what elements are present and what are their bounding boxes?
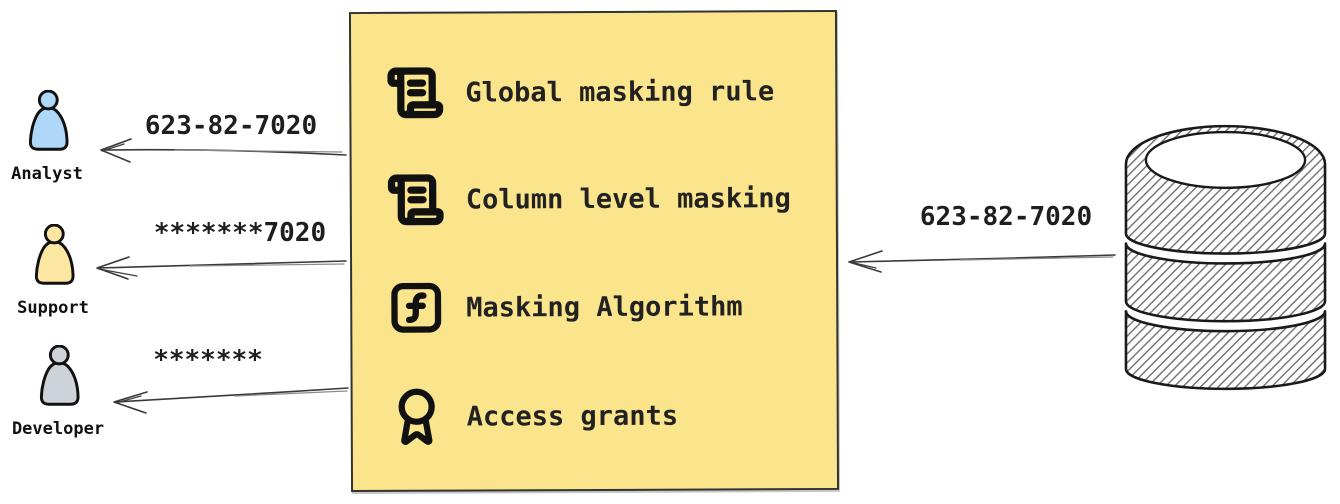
masking-box-item: Global masking rule <box>385 60 774 124</box>
scroll-text-icon <box>385 64 445 122</box>
masking-rules-box: Global masking rule Column level masking… <box>348 9 840 493</box>
person-icon <box>39 345 80 406</box>
arrow-to-support <box>96 256 347 280</box>
masking-item-label: Masking Algorithm <box>466 290 743 324</box>
arrow-to-developer <box>113 387 349 414</box>
analyst-value-label: 623-82-7020 <box>144 111 318 141</box>
persona-support-label: Support <box>17 298 89 318</box>
masking-box-item: Column level masking <box>386 167 791 231</box>
arrow-to-analyst <box>100 138 347 163</box>
masking-item-label: Access grants <box>466 400 679 433</box>
persona-developer-label: Developer <box>11 419 105 439</box>
person-icon <box>28 90 69 151</box>
masking-box-item: Masking Algorithm <box>386 275 743 339</box>
function-square-icon <box>386 279 446 337</box>
masking-box-item: Access grants <box>387 378 679 455</box>
award-icon <box>387 381 447 453</box>
masking-item-label: Column level masking <box>465 182 791 216</box>
support-value-label: *******7020 <box>153 218 327 248</box>
persona-support: Support <box>3 224 103 318</box>
persona-analyst: Analyst <box>0 90 97 184</box>
developer-value-label: ******* <box>153 345 263 375</box>
database-value-label: 623-82-7020 <box>919 202 1093 232</box>
persona-analyst-label: Analyst <box>11 164 83 184</box>
database-icon <box>1121 116 1330 399</box>
person-icon <box>34 224 75 285</box>
arrow-db-to-box <box>848 250 1116 273</box>
masking-item-label: Global masking rule <box>465 75 775 109</box>
persona-developer: Developer <box>8 345 108 439</box>
scroll-text-icon <box>386 171 446 229</box>
